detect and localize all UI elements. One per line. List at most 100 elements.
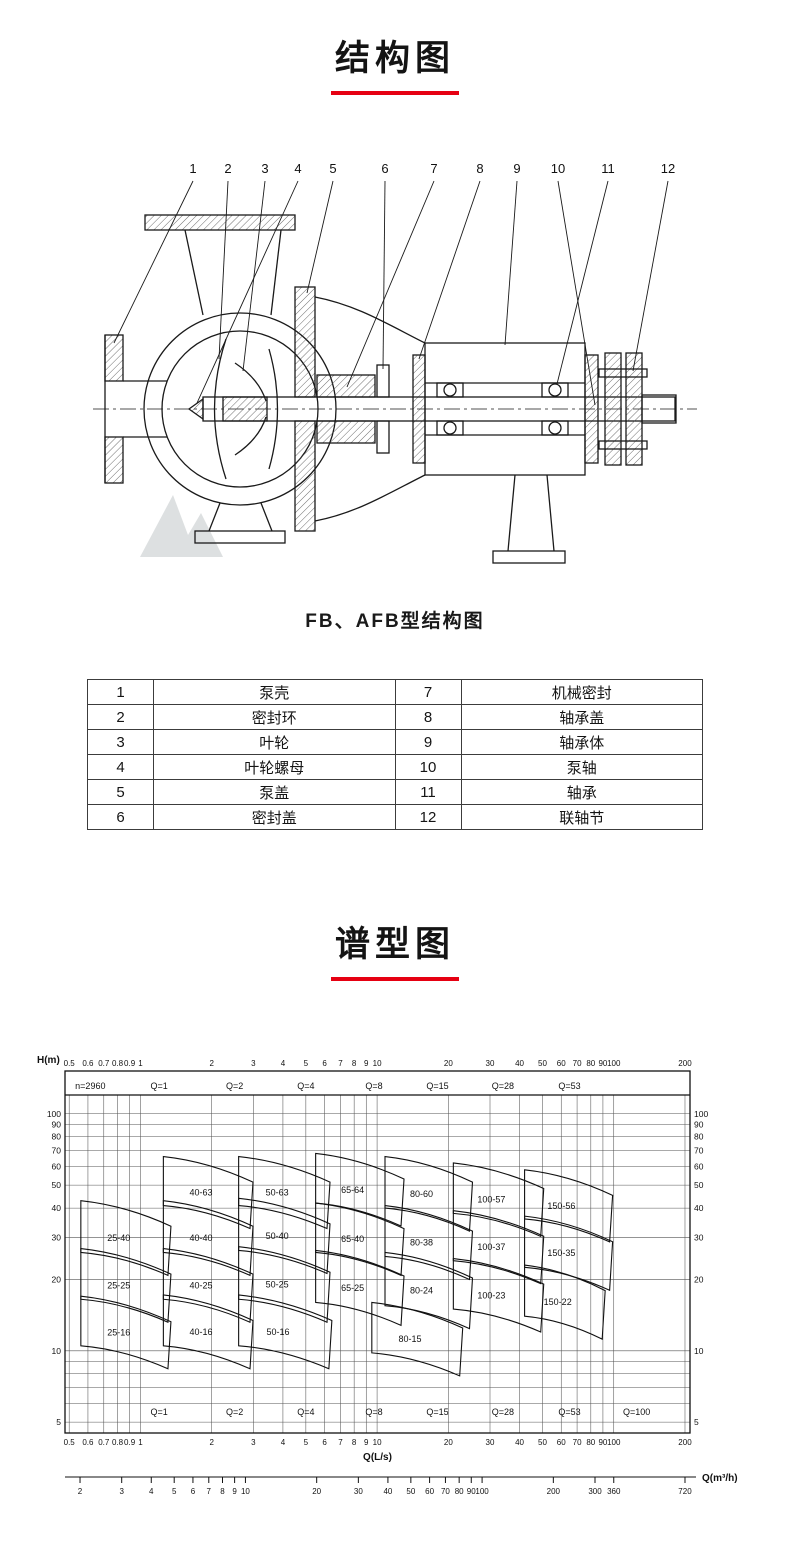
- y-tick-label-left: 5: [56, 1417, 61, 1427]
- section-title-structure: 结构图: [334, 39, 455, 78]
- model-region: [371, 1301, 464, 1377]
- model-region: [315, 1249, 405, 1327]
- model-region: [238, 1246, 331, 1324]
- x-tick-label-bottom: 3: [251, 1438, 256, 1447]
- part-name: 轴承体: [460, 729, 703, 755]
- callout-number: 4: [294, 161, 301, 176]
- y-tick-label-right: 100: [694, 1109, 708, 1119]
- model-region: [80, 1200, 172, 1277]
- callout-number: 3: [261, 161, 268, 176]
- discharge-flange: [144, 214, 296, 316]
- model-region: [162, 1200, 254, 1277]
- callout-leader-line: [306, 180, 334, 294]
- callout-leader-line: [632, 180, 669, 372]
- part-number: 4: [87, 754, 154, 780]
- x2-tick-label: 70: [441, 1487, 450, 1496]
- part-number: 11: [394, 779, 462, 805]
- y-tick-label-left: 70: [52, 1145, 62, 1155]
- x-tick-label-top: 30: [486, 1059, 495, 1068]
- footer-q-label: Q=100: [623, 1407, 650, 1417]
- model-region: [162, 1155, 254, 1230]
- support-feet: [194, 474, 566, 564]
- x-tick-label-top: 0.7: [98, 1059, 110, 1068]
- callout-number: 8: [476, 161, 483, 176]
- x-tick-label-top: 0.8: [112, 1059, 124, 1068]
- model-region-label: 50-63: [266, 1188, 289, 1198]
- x-tick-label-bottom: 7: [338, 1438, 343, 1447]
- x2-tick-label: 40: [383, 1487, 392, 1496]
- x-tick-label-top: 8: [352, 1059, 357, 1068]
- x-tick-label-top: 10: [373, 1059, 382, 1068]
- x-tick-label-bottom: 0.7: [98, 1438, 110, 1447]
- x-tick-label-bottom: 50: [538, 1438, 547, 1447]
- callout-leader-line: [242, 180, 266, 372]
- footer-q-label: Q=4: [297, 1407, 314, 1417]
- y-tick-label-right: 80: [694, 1132, 704, 1142]
- pump-cover: [294, 286, 316, 532]
- x2-tick-label: 7: [207, 1487, 212, 1496]
- part-number: 9: [394, 729, 462, 755]
- x-axis-title: Q(L/s): [363, 1452, 392, 1463]
- x-tick-label-bottom: 0.8: [112, 1438, 124, 1447]
- part-number: 3: [87, 729, 154, 755]
- x-tick-label-bottom: 5: [304, 1438, 309, 1447]
- x-tick-label-bottom: 30: [486, 1438, 495, 1447]
- part-number: 7: [394, 679, 462, 705]
- y-tick-label-left: 50: [52, 1180, 62, 1190]
- x-tick-label-bottom: 100: [607, 1438, 621, 1447]
- watermark-logo: [140, 495, 223, 557]
- footer-q-label: Q=2: [226, 1407, 243, 1417]
- y-tick-label-right: 20: [694, 1274, 704, 1284]
- part-number: 12: [394, 804, 462, 830]
- model-region: [238, 1155, 331, 1230]
- part-name: 叶轮螺母: [153, 754, 396, 780]
- header-q-label: Q=4: [297, 1081, 314, 1091]
- x2-tick-label: 2: [78, 1487, 83, 1496]
- callout-leader-line: [218, 180, 229, 360]
- x-tick-label-bottom: 80: [586, 1438, 595, 1447]
- callout-number: 1: [189, 161, 196, 176]
- callout-leader-line: [556, 180, 609, 385]
- model-region-label: 80-60: [410, 1189, 433, 1199]
- x2-tick-label: 90: [467, 1487, 476, 1496]
- model-region: [315, 1202, 405, 1277]
- x-tick-label-top: 9: [364, 1059, 369, 1068]
- selection-chart-svg: H(m)0.50.50.60.60.70.70.80.80.90.9112233…: [37, 1055, 738, 1496]
- bearing-cap-left: [412, 354, 426, 464]
- bearing-cap-right: [584, 354, 599, 464]
- x-tick-label-top: 200: [678, 1059, 692, 1068]
- part-name: 联轴节: [460, 804, 703, 830]
- x-tick-label-bottom: 0.5: [64, 1438, 76, 1447]
- callout-leader-line: [418, 180, 481, 360]
- y-tick-label-right: 50: [694, 1180, 704, 1190]
- callout-number: 2: [224, 161, 231, 176]
- header-q-label: n=2960: [75, 1081, 105, 1091]
- part-number: 6: [87, 804, 154, 830]
- part-number: 5: [87, 779, 154, 805]
- x-tick-label-top: 60: [557, 1059, 566, 1068]
- model-region-label: 100-23: [477, 1290, 505, 1300]
- part-number: 8: [394, 704, 462, 730]
- model-region-label: 25-40: [107, 1233, 130, 1243]
- footer-q-label: Q=1: [151, 1407, 168, 1417]
- part-name: 机械密封: [460, 679, 703, 705]
- footer-q-label: Q=15: [426, 1407, 448, 1417]
- footer-q-label: Q=53: [558, 1407, 580, 1417]
- model-region: [162, 1247, 254, 1324]
- callout-leader-line: [504, 180, 518, 346]
- x-tick-label-top: 0.6: [82, 1059, 94, 1068]
- model-region-label: 40-16: [189, 1327, 212, 1337]
- header-q-label: Q=53: [558, 1081, 580, 1091]
- diagram-caption: FB、AFB型结构图: [305, 611, 485, 632]
- x2-tick-label: 100: [475, 1487, 489, 1496]
- model-region: [452, 1257, 545, 1333]
